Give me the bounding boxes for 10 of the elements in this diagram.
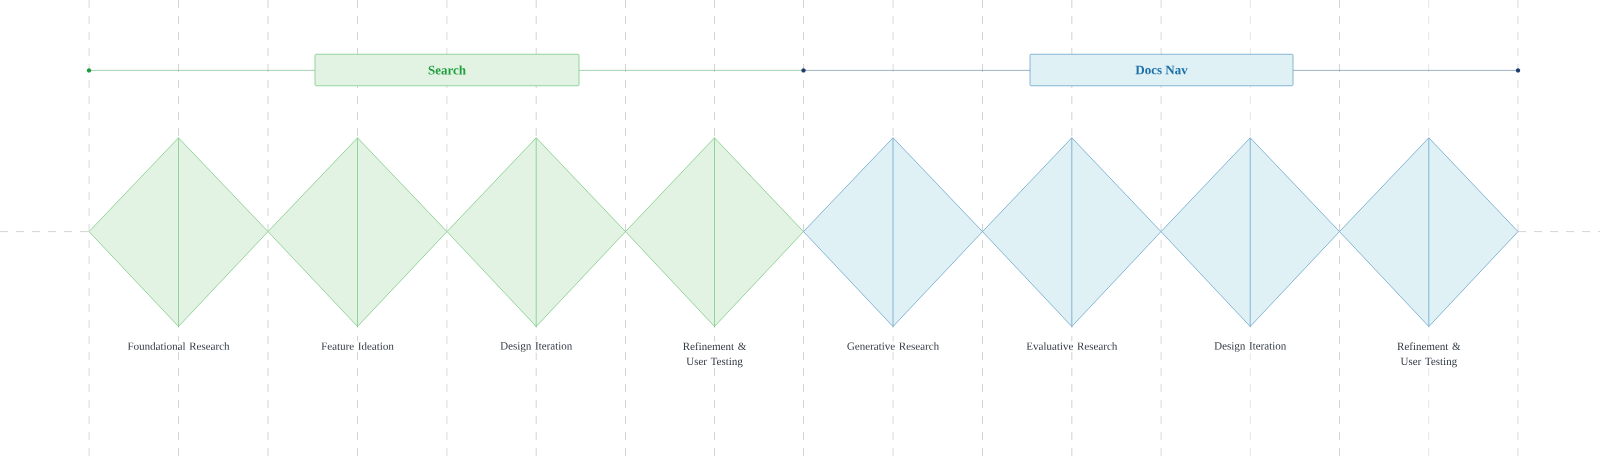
node-label: Generative Research bbox=[847, 342, 939, 350]
section-box: Search bbox=[314, 53, 580, 87]
node-label: Design Iteration bbox=[500, 342, 573, 352]
node-label: Design Iteration bbox=[1214, 342, 1287, 352]
node-label: Foundational Research bbox=[127, 342, 230, 350]
node-label: Feature Ideation bbox=[321, 342, 394, 350]
node-label: Refinement & User Testing bbox=[1397, 342, 1461, 368]
node-label: Refinement & User Testing bbox=[683, 342, 747, 368]
section-box: Docs Nav bbox=[1029, 53, 1294, 87]
node-label: Evaluative Research bbox=[1026, 342, 1118, 350]
